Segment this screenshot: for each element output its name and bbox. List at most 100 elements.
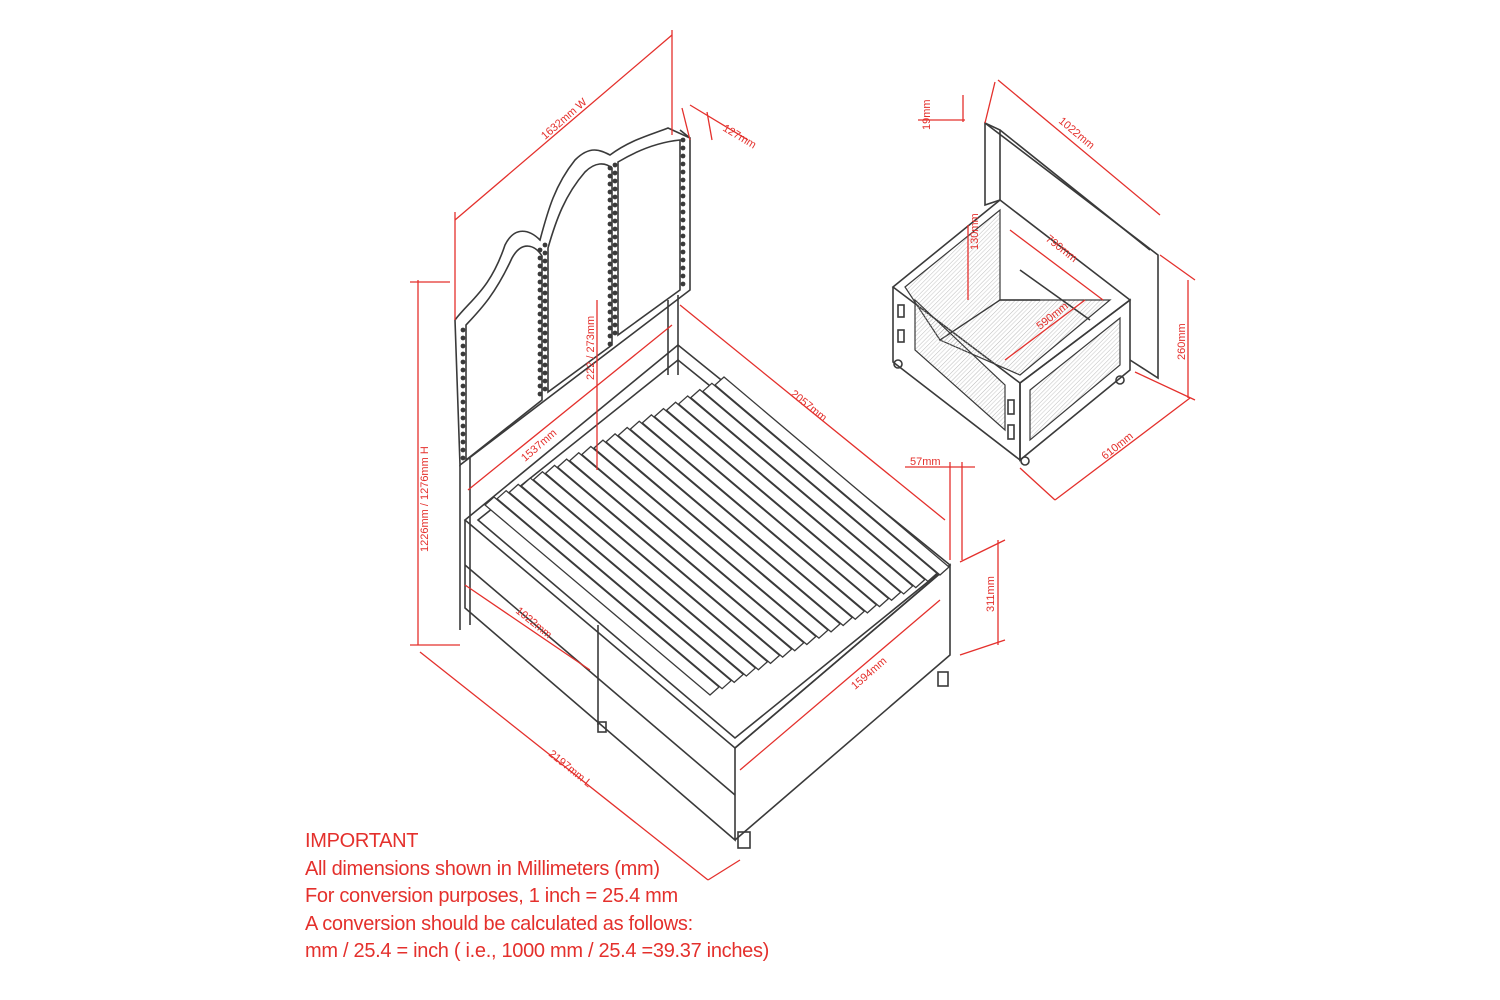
nailhead-stud xyxy=(542,274,548,280)
slat xyxy=(484,496,720,696)
nailhead-stud xyxy=(612,274,618,280)
label-drawer-inner-length: 790mm xyxy=(1043,233,1079,265)
label-width: 1632mm W xyxy=(539,96,590,142)
nailhead-stud xyxy=(460,407,466,413)
slat xyxy=(508,483,745,684)
nailhead-stud xyxy=(680,161,686,167)
nailhead-stud xyxy=(542,362,548,368)
nailhead-stud xyxy=(607,269,613,275)
nailhead-stud xyxy=(460,359,466,365)
slat xyxy=(520,477,757,677)
nailhead-stud xyxy=(680,153,686,159)
nailhead-stud xyxy=(537,367,543,373)
nailhead-stud xyxy=(607,341,613,347)
slat xyxy=(605,432,842,633)
nailhead-stud xyxy=(612,298,618,304)
nailhead-stud xyxy=(607,181,613,187)
label-drawer-width: 610mm xyxy=(1099,430,1135,462)
nailhead-stud xyxy=(680,217,686,223)
slat xyxy=(617,426,854,627)
nailhead-stud xyxy=(460,327,466,333)
important-notes: IMPORTANT All dimensions shown in Millim… xyxy=(305,828,769,966)
nailhead-stud xyxy=(537,391,543,397)
nailhead-stud xyxy=(612,194,618,200)
nailhead-stud xyxy=(542,314,548,320)
nailhead-stud xyxy=(680,209,686,215)
nailhead-stud xyxy=(607,285,613,291)
slat xyxy=(665,401,902,602)
nailhead-stud xyxy=(607,261,613,267)
label-length: 2197mm L xyxy=(546,748,594,790)
nailhead-stud xyxy=(542,258,548,264)
nailhead-stud xyxy=(537,255,543,261)
nailhead-stud xyxy=(680,265,686,271)
nailhead-stud xyxy=(680,177,686,183)
nailhead-stud xyxy=(542,322,548,328)
notes-title: IMPORTANT xyxy=(305,830,419,852)
nailhead-stud xyxy=(460,455,466,461)
nailhead-stud xyxy=(537,279,543,285)
label-inner-length: 2057mm xyxy=(788,388,829,424)
label-height: 1226mm / 1276mm H xyxy=(419,446,431,552)
nailhead-stud xyxy=(612,202,618,208)
nailhead-stud xyxy=(612,258,618,264)
dimension-lines xyxy=(410,30,1196,881)
nailhead-stud xyxy=(460,367,466,373)
nailhead-stud xyxy=(537,311,543,317)
nailhead-stud xyxy=(680,193,686,199)
nailhead-stud xyxy=(537,247,543,253)
nailhead-stud xyxy=(537,263,543,269)
nailhead-stud xyxy=(537,327,543,333)
slat xyxy=(677,395,914,595)
nailhead-stud xyxy=(607,213,613,219)
nailhead-stud xyxy=(680,201,686,207)
nailhead-stud xyxy=(460,335,466,341)
nailhead-stud xyxy=(680,169,686,175)
notes-line-4: mm / 25.4 = inch ( i.e., 1000 mm / 25.4 … xyxy=(305,940,770,962)
nailhead-stud xyxy=(680,241,686,247)
notes-line-3: A conversion should be calculated as fol… xyxy=(305,912,693,935)
nailhead-stud xyxy=(612,282,618,288)
nailhead-stud xyxy=(680,233,686,239)
slat xyxy=(653,407,890,608)
slat xyxy=(580,445,817,646)
storage-drawer xyxy=(891,121,1159,466)
nailhead-stud xyxy=(537,383,543,389)
slat xyxy=(556,458,793,658)
nailhead-stud xyxy=(680,257,686,263)
notes-line-1: All dimensions shown in Millimeters (mm) xyxy=(305,857,660,880)
nailhead-stud xyxy=(542,306,548,312)
slat xyxy=(592,439,829,640)
nailhead-stud xyxy=(612,210,618,216)
nailhead-stud xyxy=(612,330,618,336)
nailhead-stud xyxy=(542,386,548,392)
nailhead-stud xyxy=(542,338,548,344)
nailhead-stud xyxy=(542,290,548,296)
nailhead-stud xyxy=(542,298,548,304)
nailhead-stud xyxy=(537,343,543,349)
nailhead-stud xyxy=(612,226,618,232)
nailhead-stud xyxy=(607,197,613,203)
label-headboard-depth: 127mm xyxy=(720,122,758,151)
nailhead-stud xyxy=(542,354,548,360)
slat xyxy=(532,470,769,671)
nailhead-stud xyxy=(612,314,618,320)
nailhead-stud xyxy=(537,351,543,357)
nailhead-stud xyxy=(537,287,543,293)
nailhead-stud xyxy=(460,343,466,349)
nailhead-stud xyxy=(460,391,466,397)
nailhead-stud xyxy=(680,273,686,279)
nailhead-stud xyxy=(537,271,543,277)
headboard xyxy=(454,127,691,630)
bed-slats xyxy=(484,376,950,696)
slat xyxy=(629,420,866,621)
nailhead-stud xyxy=(612,218,618,224)
nailhead-stud xyxy=(612,250,618,256)
slat xyxy=(701,382,938,583)
nailhead-stud xyxy=(537,295,543,301)
nailhead-stud xyxy=(612,170,618,176)
nailhead-stud xyxy=(460,383,466,389)
nailhead-stud xyxy=(612,178,618,184)
nailhead-stud xyxy=(607,173,613,179)
slat xyxy=(496,489,733,690)
